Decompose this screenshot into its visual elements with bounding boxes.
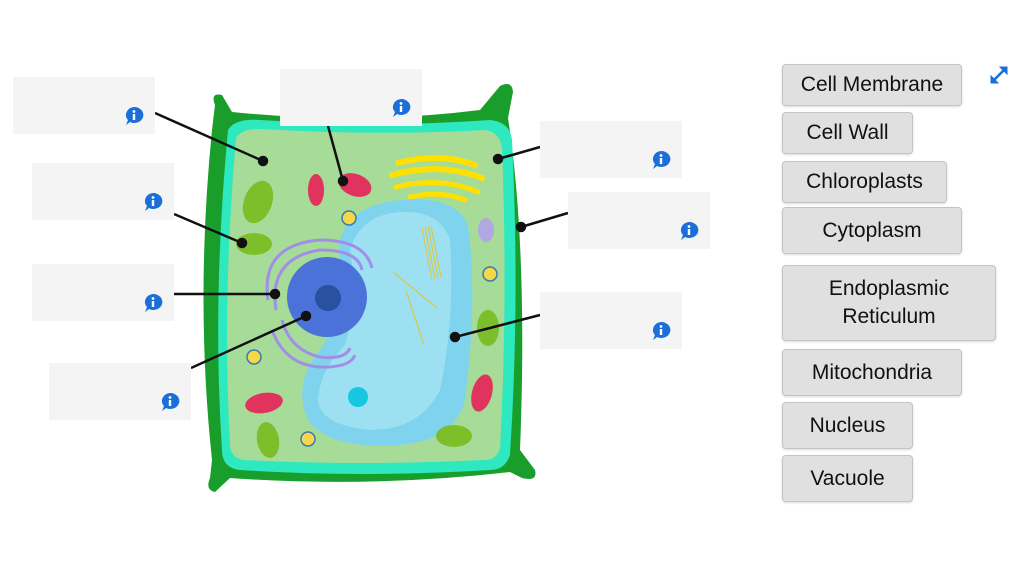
info-icon[interactable]: [123, 106, 145, 126]
drop-zone-5[interactable]: [49, 363, 191, 420]
vacuole-highlight: [318, 211, 452, 430]
word-chloroplasts[interactable]: Chloroplasts: [782, 161, 947, 203]
info-icon[interactable]: [159, 392, 181, 412]
drop-zone-7[interactable]: [568, 192, 710, 249]
info-icon[interactable]: [142, 293, 164, 313]
drop-zone-1[interactable]: [13, 77, 155, 134]
drop-zone-3[interactable]: [32, 163, 174, 220]
word-mitochondria[interactable]: Mitochondria: [782, 349, 962, 396]
word-vacuole[interactable]: Vacuole: [782, 455, 913, 502]
drop-zone-8[interactable]: [540, 292, 682, 349]
peroxisome: [478, 218, 494, 242]
info-icon[interactable]: [142, 192, 164, 212]
drop-zone-6[interactable]: [540, 121, 682, 178]
word-nucleus[interactable]: Nucleus: [782, 402, 913, 449]
golgi-apparatus: [389, 154, 485, 203]
drop-zone-2[interactable]: [280, 69, 422, 126]
mitochondria: [245, 173, 493, 414]
expand-icon[interactable]: [988, 64, 1010, 86]
vacuole-particle: [348, 387, 368, 407]
crystals: [392, 225, 442, 346]
word-endoplasmic-reticulum[interactable]: Endoplasmic Reticulum: [782, 265, 996, 341]
endoplasmic-reticulum: [265, 238, 374, 369]
vesicles: [246, 210, 498, 447]
drop-zone-4[interactable]: [32, 264, 174, 321]
word-cell-membrane[interactable]: Cell Membrane: [782, 64, 962, 106]
info-icon[interactable]: [390, 98, 412, 118]
info-icon[interactable]: [650, 150, 672, 170]
word-cytoplasm[interactable]: Cytoplasm: [782, 207, 962, 254]
word-cell-wall[interactable]: Cell Wall: [782, 112, 913, 154]
nucleolus: [315, 285, 341, 311]
info-icon[interactable]: [650, 321, 672, 341]
info-icon[interactable]: [678, 221, 700, 241]
leader-lines: [154, 111, 569, 370]
